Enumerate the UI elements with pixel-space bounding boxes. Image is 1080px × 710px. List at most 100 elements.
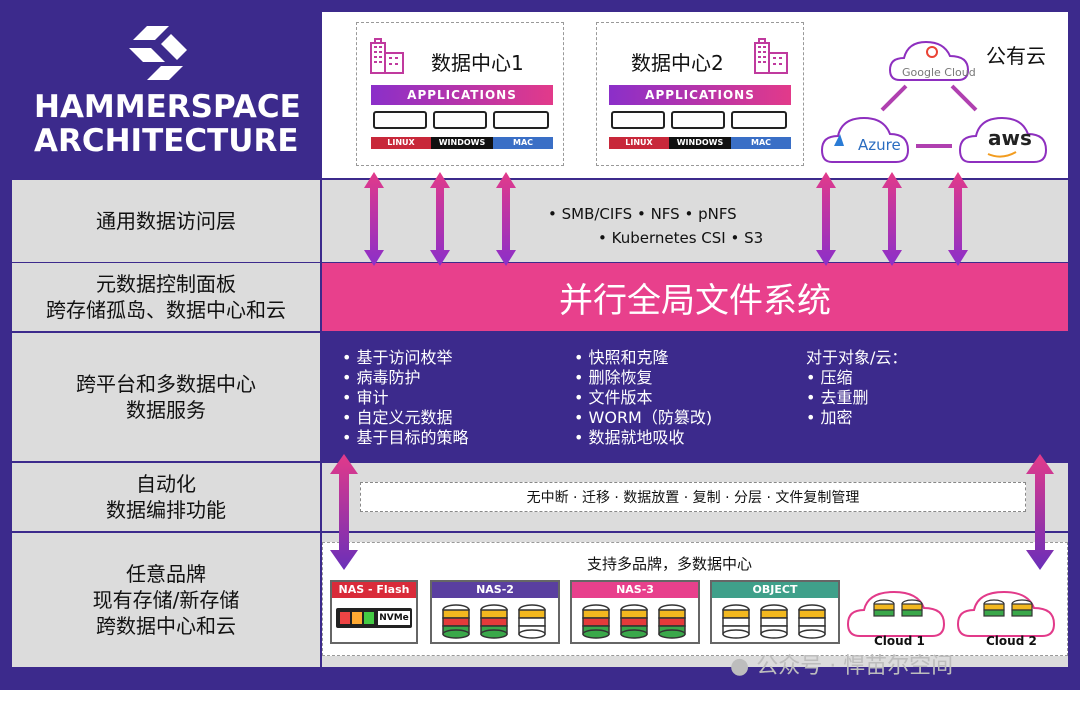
public-cloud-graphic <box>820 40 1048 163</box>
datacenter-1-title: 数据中心1 <box>431 51 524 75</box>
parallel-global-filesystem-bar: 并行全局文件系统 <box>322 263 1068 331</box>
row-metadata-label: 元数据控制面板 跨存储孤岛、数据中心和云 <box>12 263 320 331</box>
services-list-3: 对于对象/云： • 压缩 • 去重删 • 加密 <box>806 348 907 428</box>
disk-icon <box>722 604 750 639</box>
protocols-line-1: • SMB/CIFS • NFS • pNFS <box>548 205 737 223</box>
storage-line-1: 任意品牌 <box>126 562 206 586</box>
unit-label: OBJECT <box>712 582 838 598</box>
double-arrow-icon <box>1026 454 1054 570</box>
access-label: 通用数据访问层 <box>96 209 236 233</box>
row-automation-label: 自动化 数据编排功能 <box>12 463 320 531</box>
cloud-2-label: Cloud 2 <box>986 634 1037 648</box>
server-icon <box>433 111 487 129</box>
row-access-label: 通用数据访问层 <box>12 180 320 262</box>
arrow-icon <box>950 84 978 112</box>
aws-label: aws <box>988 126 1032 150</box>
applications-bar: APPLICATIONS <box>371 85 553 105</box>
service-item: • 去重删 <box>806 388 869 407</box>
logo-line-2: ARCHITECTURE <box>34 123 299 159</box>
public-cloud-title: 公有云 <box>986 44 1046 68</box>
server-icon <box>373 111 427 129</box>
double-arrow-icon <box>816 172 836 266</box>
service-item: • 删除恢复 <box>574 368 653 387</box>
services-line-2: 数据服务 <box>126 398 206 422</box>
protocols-line-2: • Kubernetes CSI • S3 <box>598 229 764 247</box>
os-mac: MAC <box>731 137 791 149</box>
unit-label: NAS-3 <box>572 582 698 598</box>
google-cloud-label: Google Cloud <box>902 66 976 79</box>
service-item: • 文件版本 <box>574 388 653 407</box>
watermark-text: 公众号 · 悍苗尔空间 <box>756 654 954 679</box>
aws-icon <box>958 116 1048 163</box>
service-item: • 快照和克隆 <box>574 348 669 367</box>
os-linux: LINUX <box>371 137 431 149</box>
hammerspace-logo-icon <box>129 26 187 80</box>
service-item: • 自定义元数据 <box>342 408 453 427</box>
double-arrow-icon <box>882 172 902 266</box>
datacenter-2-title: 数据中心2 <box>631 51 724 75</box>
metadata-line-1: 元数据控制面板 <box>96 272 236 296</box>
nvme-label: NVMe <box>378 611 410 625</box>
datacenter-1: 数据中心1 APPLICATIONS LINUX WINDOWS MAC <box>356 22 564 166</box>
disk-icon <box>760 604 788 639</box>
azure-icon <box>820 116 910 163</box>
nas-flash-unit: NAS - Flash NVMe <box>330 580 418 644</box>
service-item: • 基于目标的策略 <box>342 428 469 447</box>
double-arrow-icon <box>430 172 450 266</box>
logo-text: HAMMERSPACE ARCHITECTURE <box>34 90 301 158</box>
server-icon <box>731 111 787 129</box>
wechat-icon: ● <box>730 654 750 679</box>
automation-features: 无中断 · 迁移 · 数据放置 · 复制 · 分层 · 文件复制管理 <box>360 482 1026 512</box>
disk-icon <box>442 604 470 639</box>
building-icon <box>754 38 788 74</box>
cloud-icon <box>846 590 946 637</box>
services-list-2: • 快照和克隆 • 删除恢复 • 文件版本 • WORM（防篡改) • 数据就地… <box>574 348 712 448</box>
logo-line-1: HAMMERSPACE <box>34 89 301 125</box>
storage-line-2: 现有存储/新存储 <box>92 588 240 612</box>
os-linux: LINUX <box>609 137 669 149</box>
service-item: 对于对象/云： <box>806 348 908 367</box>
cloud-storage-graphic <box>846 590 1056 637</box>
unit-label: NAS-2 <box>432 582 558 598</box>
double-arrow-icon <box>330 454 358 570</box>
row-storage-label: 任意品牌 现有存储/新存储 跨数据中心和云 <box>12 533 320 667</box>
service-item: • 压缩 <box>806 368 853 387</box>
double-arrow-icon <box>496 172 516 266</box>
arrow-icon <box>880 84 908 112</box>
server-icon <box>671 111 725 129</box>
double-arrow-icon <box>364 172 384 266</box>
disk-icon <box>798 604 826 639</box>
datacenter-2: 数据中心2 APPLICATIONS LINUX WINDOWS MAC <box>596 22 804 166</box>
cloud-1-label: Cloud 1 <box>874 634 925 648</box>
disk-icon <box>480 604 508 639</box>
nvme-drive-icon: NVMe <box>336 608 412 628</box>
disk-stacks <box>442 604 826 639</box>
server-icon <box>611 111 665 129</box>
access-arrows <box>364 172 968 266</box>
unit-label: NAS - Flash <box>332 582 416 598</box>
disk-icon <box>582 604 610 639</box>
access-layer-panel <box>322 180 1068 262</box>
automation-line-2: 数据编排功能 <box>106 498 226 522</box>
cloud-icon <box>956 590 1056 637</box>
os-mac: MAC <box>493 137 553 149</box>
storage-title: 支持多品牌，多数据中心 <box>587 555 753 573</box>
service-item: • 审计 <box>342 388 389 407</box>
services-line-1: 跨平台和多数据中心 <box>76 372 256 396</box>
service-item: • WORM（防篡改) <box>574 408 713 427</box>
google-cloud-icon <box>888 40 970 81</box>
service-item: • 基于访问枚举 <box>342 348 453 367</box>
watermark: ● 公众号 · 悍苗尔空间 <box>730 648 953 680</box>
disk-icon <box>658 604 686 639</box>
disk-icon <box>518 604 546 639</box>
server-icon <box>493 111 549 129</box>
storage-arrows <box>330 454 1054 570</box>
double-arrow-icon <box>948 172 968 266</box>
service-item: • 数据就地吸收 <box>574 428 685 447</box>
applications-bar: APPLICATIONS <box>609 85 791 105</box>
disk-icon <box>620 604 648 639</box>
service-item: • 加密 <box>806 408 853 427</box>
services-list-1: • 基于访问枚举 • 病毒防护 • 审计 • 自定义元数据 • 基于目标的策略 <box>342 348 469 448</box>
azure-label: Azure <box>858 136 901 154</box>
row-services-label: 跨平台和多数据中心 数据服务 <box>12 333 320 461</box>
